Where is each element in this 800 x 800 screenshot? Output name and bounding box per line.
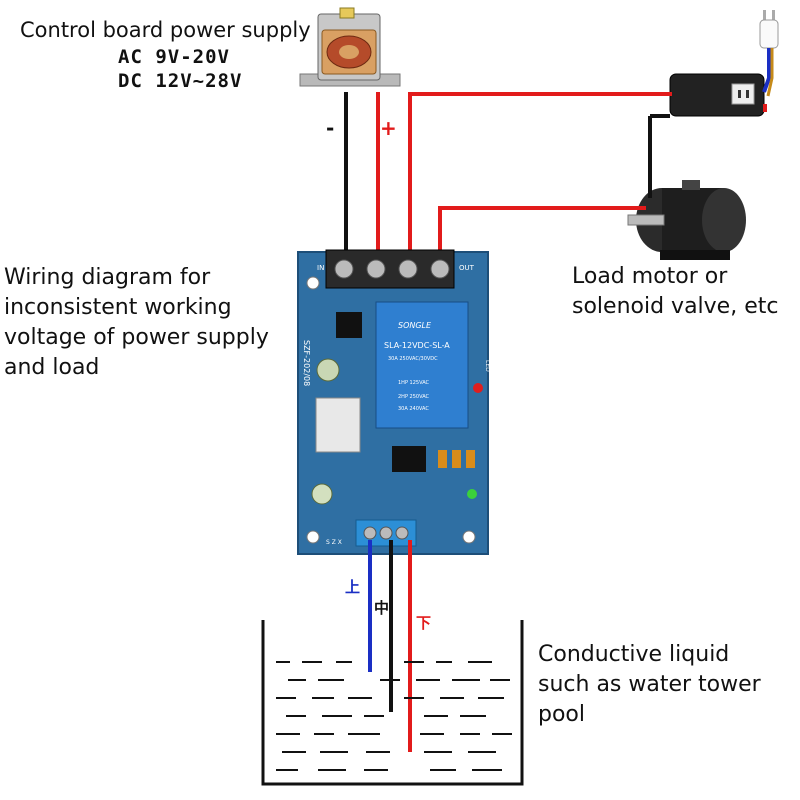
led-label: LED <box>484 360 491 372</box>
relay-spec-label: 30A 240VAC <box>398 406 429 412</box>
liquid-tank <box>261 620 524 786</box>
relay-spec-label: 30A 250VAC/30VDC <box>388 356 438 362</box>
motor-icon <box>627 180 746 260</box>
liquid-surface <box>276 661 512 771</box>
load-note: Load motor or solenoid valve, etc <box>572 262 778 322</box>
relay-spec-label: 1HP 125VAC <box>398 380 430 386</box>
board-in-label: IN <box>317 264 324 272</box>
load-note-line: Load motor or <box>572 264 728 289</box>
wiring-note: Wiring diagram for inconsistent working … <box>4 263 269 383</box>
probe-middle-label: 中 <box>374 599 390 617</box>
load-note-line: solenoid valve, etc <box>572 294 779 319</box>
wiring-note-line: inconsistent working <box>4 295 232 320</box>
relay-model-label: SLA-12VDC-SL-A <box>384 341 450 350</box>
probe-terminal-label: S Z X <box>326 539 342 546</box>
wiring-note-line: and load <box>4 355 100 380</box>
liquid-note-line: pool <box>538 702 585 727</box>
transformer-icon <box>299 7 401 87</box>
ac-voltage-range: AC 9V-20V <box>118 46 230 68</box>
board-out-label: OUT <box>459 264 475 272</box>
wiring-note-line: voltage of power supply <box>4 325 269 350</box>
probe-lower-label: 下 <box>416 614 432 632</box>
control-board <box>297 249 489 555</box>
power-supply-title: Control board power supply <box>20 18 311 42</box>
liquid-note-line: Conductive liquid <box>538 642 730 667</box>
board-model-label: SZF-202/08 <box>302 340 311 386</box>
liquid-note-line: such as water tower <box>538 672 761 697</box>
mains-plug-icon <box>759 10 779 97</box>
probe-upper-label: 上 <box>345 578 361 596</box>
liquid-note: Conductive liquid such as water tower po… <box>538 640 761 730</box>
minus-label: - <box>326 116 335 140</box>
power-adapter-icon <box>669 73 765 117</box>
plus-label: + <box>380 116 397 140</box>
relay-brand-label: SONGLE <box>398 321 432 330</box>
dc-voltage-range: DC 12V~28V <box>118 70 243 92</box>
wiring-note-line: Wiring diagram for <box>4 265 211 290</box>
relay-spec-label: 2HP 250VAC <box>398 394 430 400</box>
